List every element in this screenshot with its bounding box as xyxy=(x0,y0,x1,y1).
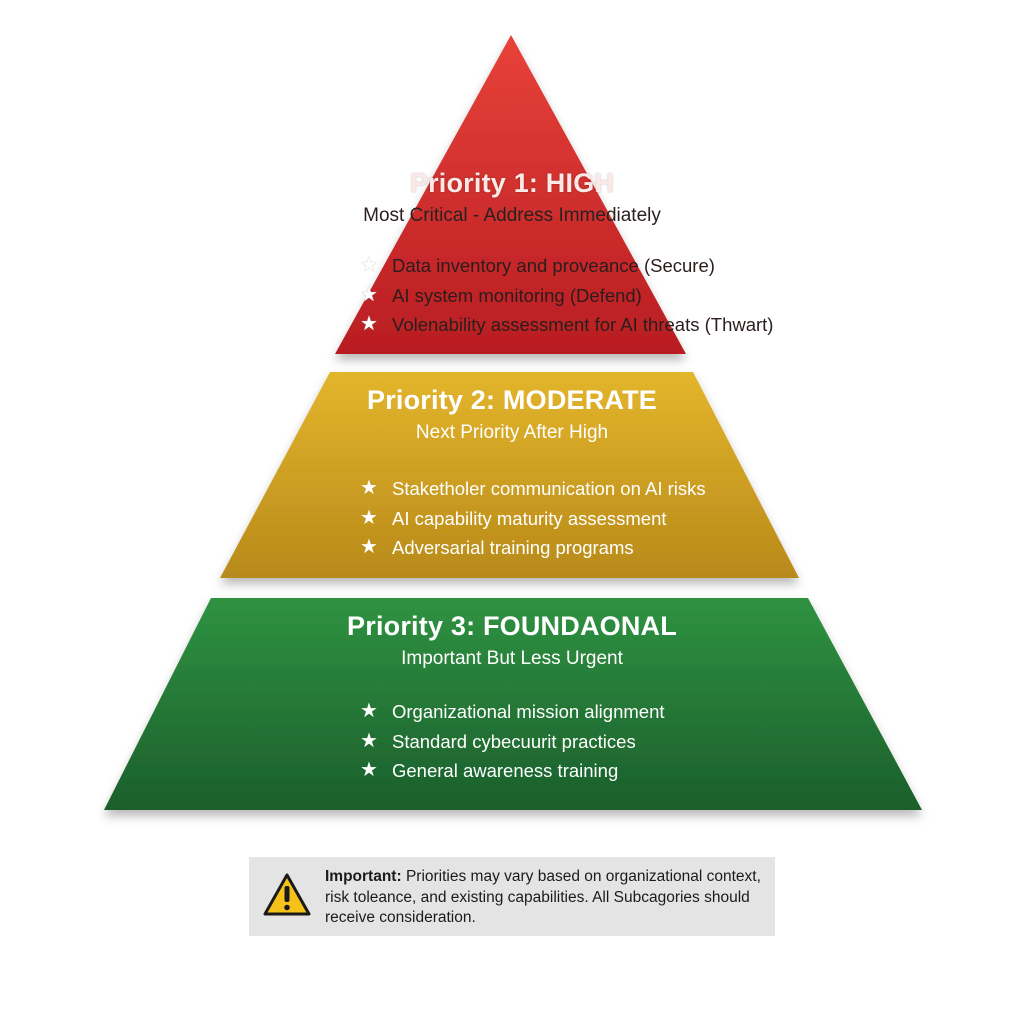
tier-2-heading: Priority 2: MODERATE Next Priority After… xyxy=(0,385,1024,444)
star-icon: ★ xyxy=(360,313,378,335)
list-item: ★ Organizational mission alignment xyxy=(358,697,665,727)
star-icon: ★ xyxy=(360,759,378,781)
list-item: ★ Volenability assessment for AI threats … xyxy=(358,310,773,340)
list-item: ★ AI capability maturity assessment xyxy=(358,504,706,534)
list-item-label: Adversarial training programs xyxy=(392,537,634,558)
list-item-label: Standard cybecuurit practices xyxy=(392,730,636,752)
list-item-label: General awareness training xyxy=(392,760,619,781)
note-box: Important: Priorities may vary based on … xyxy=(249,857,775,936)
tier-2-shape xyxy=(220,372,799,578)
tier-2-list: ★ Staketholer communication on AI risks ★… xyxy=(358,474,706,563)
list-item-label: AI capability maturity assessment xyxy=(392,507,667,529)
star-icon: ★ xyxy=(360,536,378,558)
list-item: ★ Data inventory and proveance (Secure) xyxy=(358,251,773,281)
star-icon: ★ xyxy=(360,506,378,529)
list-item-label: AI system monitoring (Defend) xyxy=(392,284,642,306)
note-label: Important: xyxy=(325,868,402,885)
star-icon: ★ xyxy=(360,283,378,306)
list-item-label: Data inventory and proveance (Secure) xyxy=(392,255,715,276)
warning-icon xyxy=(263,873,311,916)
tier-3-title: Priority 3: FOUNDAONAL xyxy=(347,611,677,641)
star-icon: ★ xyxy=(360,700,378,722)
tier-3-heading: Priority 3: FOUNDAONAL Important But Les… xyxy=(0,611,1024,670)
note-text: Priorities may vary based on organizatio… xyxy=(325,868,761,926)
list-item: ★ Standard cybecuurit practices xyxy=(358,727,665,757)
list-item-label: Organizational mission alignment xyxy=(392,701,665,722)
star-icon: ★ xyxy=(360,254,378,276)
star-icon: ★ xyxy=(360,477,378,499)
tier-3-list: ★ Organizational mission alignment ★ Stand… xyxy=(358,697,665,786)
tier-3-shape xyxy=(104,598,922,810)
list-item: ★ Staketholer communication on AI risks xyxy=(358,474,706,504)
tier-2-title: Priority 2: MODERATE xyxy=(366,385,658,415)
list-item-label: Volenability assessment for AI threats (… xyxy=(392,314,774,335)
tier-2-subtitle: Next Priority After High xyxy=(415,422,609,443)
list-item: ★ AI system monitoring (Defend) xyxy=(358,281,773,311)
list-item: ★ Adversarial training programs xyxy=(358,533,706,563)
tier-1-title: Priority 1: HIGH xyxy=(409,168,615,198)
tier-1-heading: Priority 1: HIGH Most Critical - Address… xyxy=(0,168,1024,227)
list-item-label: Staketholer communication on AI risks xyxy=(392,478,706,499)
list-item: ★ General awareness training xyxy=(358,756,665,786)
tier-3-subtitle: Important But Less Urgent xyxy=(401,648,623,669)
tier-1-shape xyxy=(335,35,686,354)
tier-1-list: ★ Data inventory and proveance (Secure) ★… xyxy=(358,251,773,340)
star-icon: ★ xyxy=(360,729,378,752)
tier-1-subtitle: Most Critical - Address Immediately xyxy=(363,205,661,226)
